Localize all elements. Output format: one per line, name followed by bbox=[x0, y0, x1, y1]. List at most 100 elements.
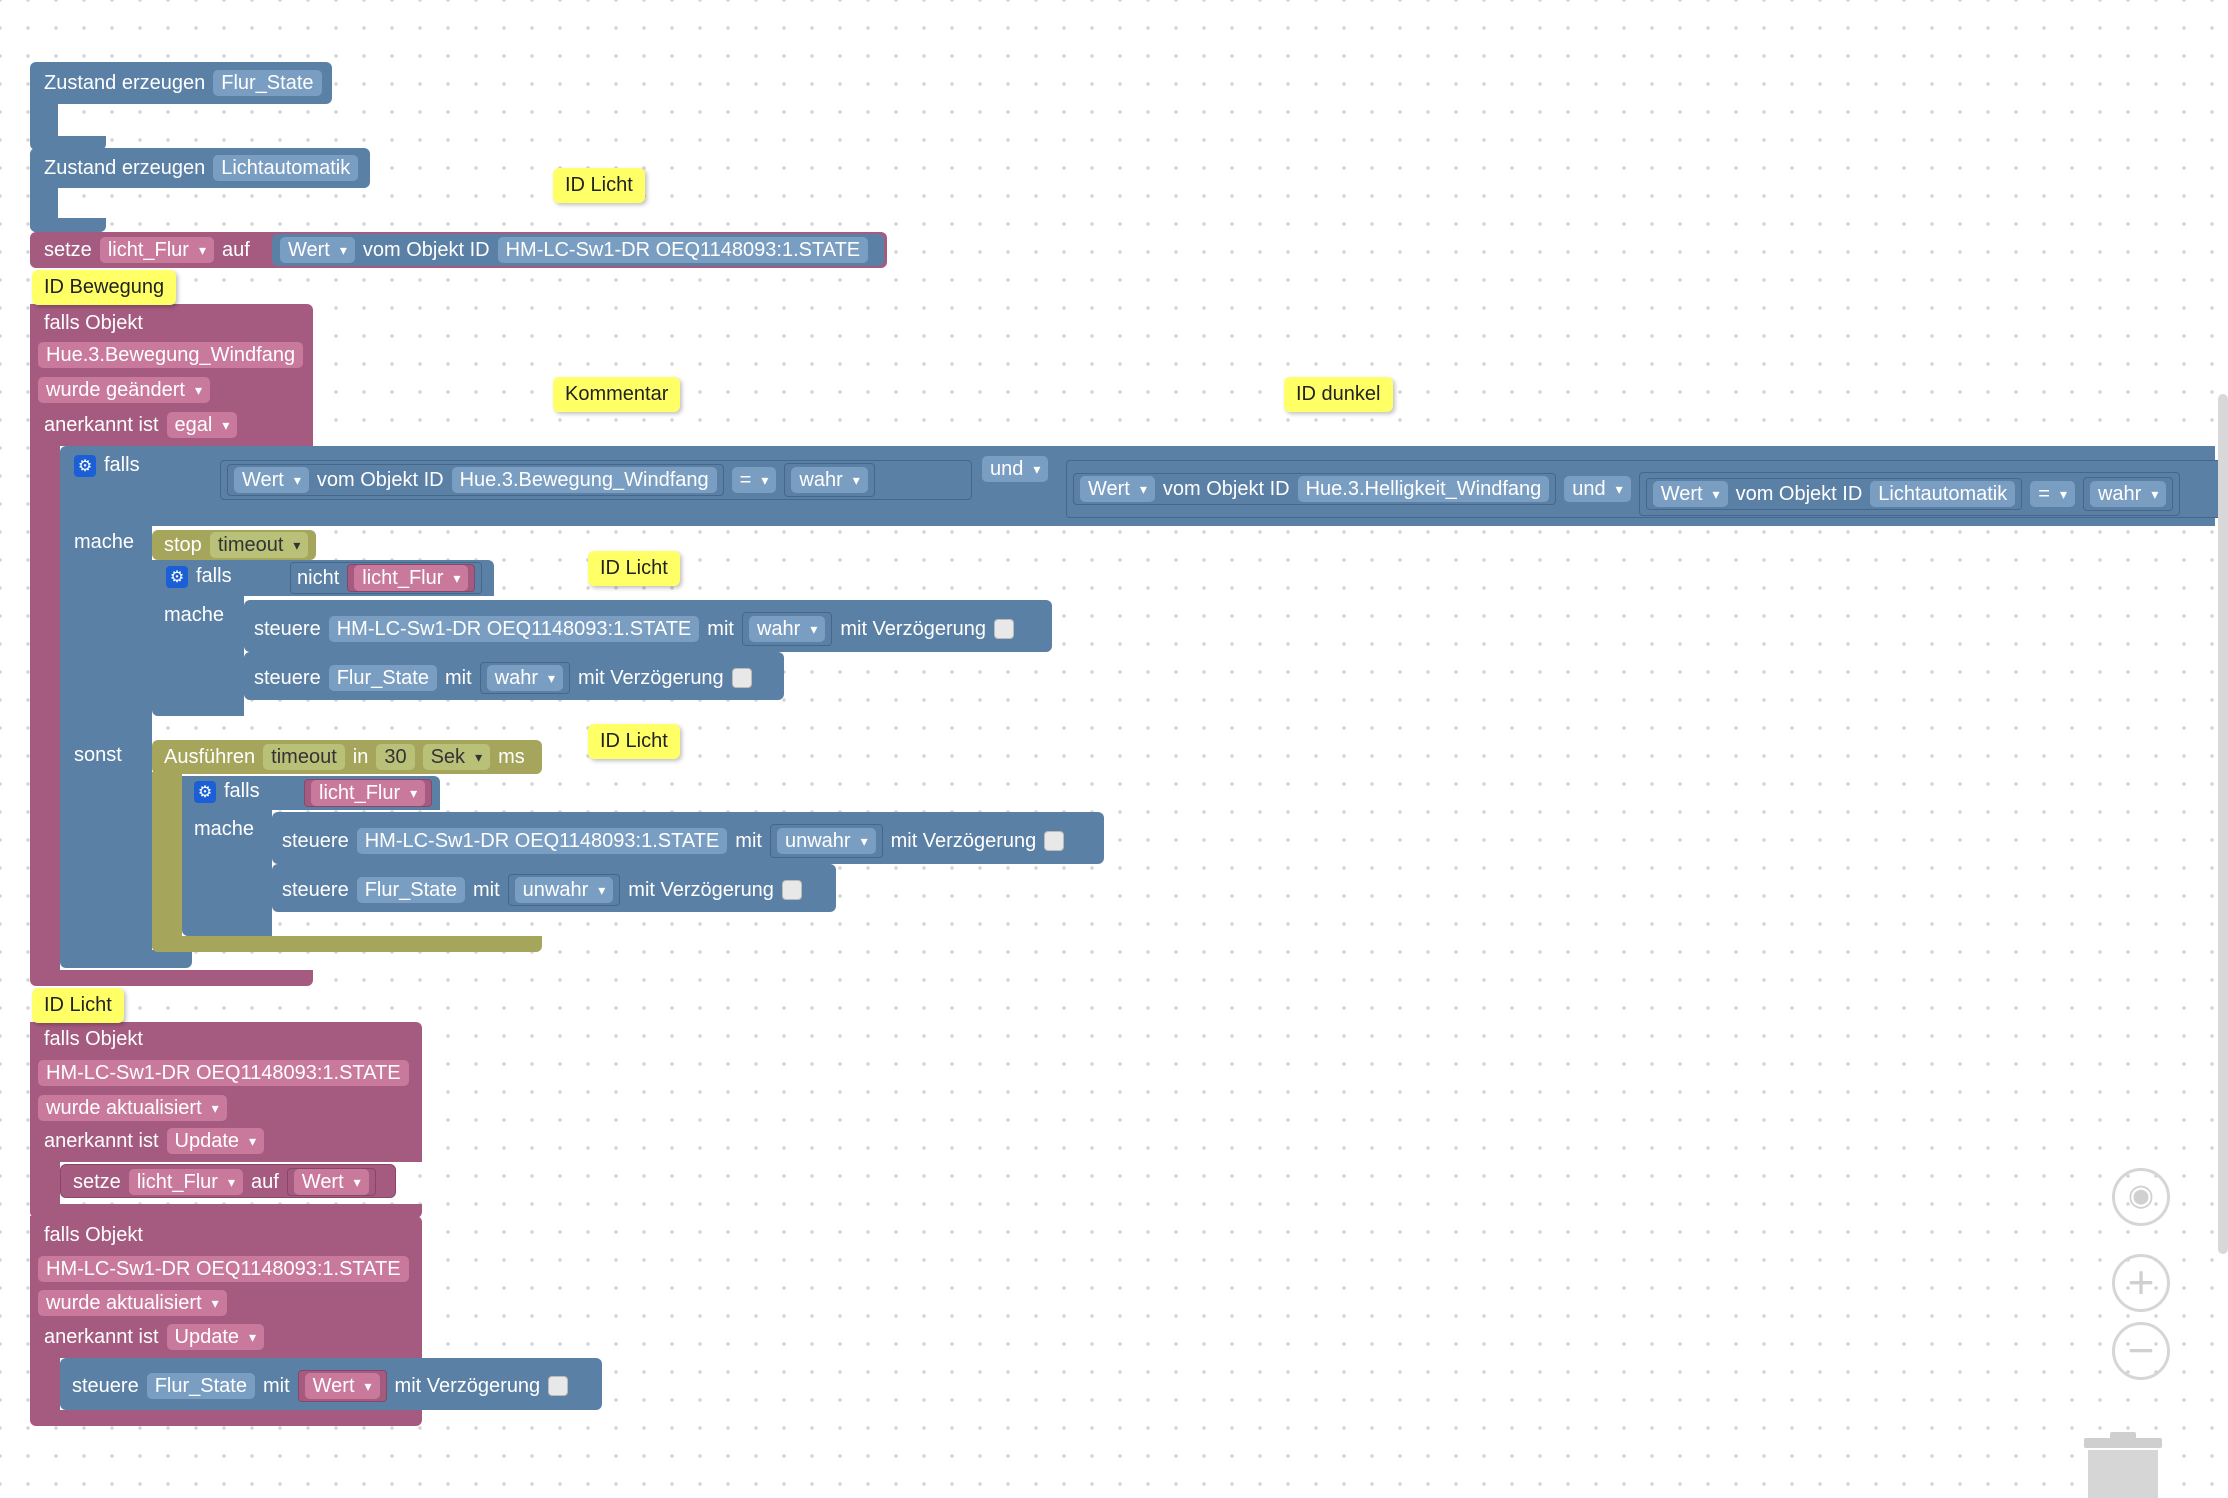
delay-checkbox[interactable] bbox=[781, 880, 802, 900]
comment-id-bewegung[interactable]: ID Bewegung bbox=[32, 270, 177, 305]
event-dropdown[interactable]: wurde geändert bbox=[38, 377, 211, 403]
trigger-block-3[interactable]: falls Objekt HM-LC-Sw1-DR OEQ1148093:1.S… bbox=[30, 1216, 422, 1358]
if-else-left-bar bbox=[60, 520, 152, 960]
delay-checkbox[interactable] bbox=[993, 619, 1014, 639]
control-block-5[interactable]: steuere Flur_State mit Wert mit Verzöger… bbox=[60, 1358, 602, 1410]
object-id-field[interactable]: HM-LC-Sw1-DR OEQ1148093:1.STATE bbox=[328, 616, 700, 642]
comment-id-licht[interactable]: ID Licht bbox=[588, 724, 680, 759]
inner-if-block[interactable]: ⚙ falls nicht licht_Flur bbox=[152, 560, 494, 596]
object-id-field[interactable]: Lichtautomatik bbox=[1870, 481, 2016, 507]
execute-timeout-block[interactable]: Ausführen timeout in 30 Sek ms bbox=[152, 740, 542, 774]
plus-icon[interactable]: + bbox=[2112, 1254, 2170, 1312]
comment-id-dunkel[interactable]: ID dunkel bbox=[1284, 377, 1393, 412]
value-dropdown[interactable]: Wert bbox=[293, 1169, 369, 1195]
state-name-field[interactable]: Flur_State bbox=[213, 70, 322, 96]
delay-checkbox[interactable] bbox=[548, 1376, 569, 1396]
timeout-dropdown[interactable]: timeout bbox=[209, 532, 309, 558]
compare-block-1[interactable]: Wert vom Objekt ID Hue.3.Bewegung_Windfa… bbox=[220, 460, 972, 500]
object-id-field[interactable]: Flur_State bbox=[356, 877, 465, 903]
mache-label: mache bbox=[74, 531, 135, 553]
event-dropdown[interactable]: wurde aktualisiert bbox=[38, 1095, 227, 1121]
control-block-2[interactable]: steuere Flur_State mit wahr mit Verzöger… bbox=[244, 652, 784, 700]
comment-id-licht[interactable]: ID Licht bbox=[588, 551, 680, 586]
control-label: steuere bbox=[254, 617, 321, 640]
ack-dropdown[interactable]: Update bbox=[166, 1128, 265, 1154]
value-dropdown[interactable]: Wert bbox=[304, 1373, 380, 1399]
boolean-dropdown[interactable]: wahr bbox=[791, 467, 868, 493]
variable-dropdown[interactable]: licht_Flur bbox=[128, 1169, 243, 1195]
value-type-dropdown[interactable]: Wert bbox=[1080, 476, 1155, 502]
boolean-dropdown[interactable]: unwahr bbox=[514, 877, 614, 903]
operator-dropdown[interactable]: = bbox=[731, 467, 777, 493]
operator-dropdown[interactable]: = bbox=[2030, 481, 2075, 507]
with-label: mit bbox=[262, 1374, 290, 1397]
object-id-field[interactable]: Hue.3.Helligkeit_Windfang bbox=[1297, 476, 1550, 502]
trigger-object-field[interactable]: Hue.3.Bewegung_Windfang bbox=[38, 342, 304, 368]
delay-number-field[interactable]: 30 bbox=[376, 744, 415, 770]
delay-checkbox[interactable] bbox=[731, 668, 752, 688]
variable-dropdown[interactable]: licht_Flur bbox=[354, 565, 469, 591]
trigger-object-field[interactable]: HM-LC-Sw1-DR OEQ1148093:1.STATE bbox=[38, 1060, 409, 1086]
object-id-field[interactable]: Flur_State bbox=[328, 665, 437, 691]
set-label: setze bbox=[73, 1170, 121, 1193]
set-variable-block[interactable]: setze licht_Flur auf Wert vom Objekt ID … bbox=[30, 232, 887, 268]
get-state-block[interactable]: Wert vom Objekt ID HM-LC-Sw1-DR OEQ11480… bbox=[272, 234, 884, 266]
create-state-block-2[interactable]: Zustand erzeugen Lichtautomatik bbox=[30, 148, 370, 188]
delay-label: mit Verzögerung bbox=[890, 829, 1037, 852]
trigger-block-2[interactable]: falls Objekt HM-LC-Sw1-DR OEQ1148093:1.S… bbox=[30, 1022, 422, 1162]
control-label: steuere bbox=[282, 878, 349, 901]
delay-label: mit Verzögerung bbox=[394, 1374, 541, 1397]
get-state-block[interactable]: Wert vom Objekt ID Hue.3.Bewegung_Windfa… bbox=[227, 464, 724, 496]
trigger-object-field[interactable]: HM-LC-Sw1-DR OEQ1148093:1.STATE bbox=[38, 1256, 409, 1282]
get-state-block[interactable]: Wert vom Objekt ID Lichtautomatik bbox=[1645, 478, 2023, 510]
ack-dropdown[interactable]: egal bbox=[166, 412, 238, 438]
get-state-block[interactable]: Wert vom Objekt ID Hue.3.Helligkeit_Wind… bbox=[1073, 473, 1557, 505]
logic-and-dropdown[interactable]: und bbox=[1564, 476, 1631, 502]
create-state-label: Zustand erzeugen bbox=[44, 71, 206, 94]
object-id-field[interactable]: Flur_State bbox=[146, 1373, 255, 1399]
object-id-field[interactable]: HM-LC-Sw1-DR OEQ1148093:1.STATE bbox=[356, 828, 728, 854]
comment-id-licht[interactable]: ID Licht bbox=[32, 988, 124, 1023]
trigger-block-1[interactable]: falls Objekt Hue.3.Bewegung_Windfang wur… bbox=[30, 304, 313, 446]
event-dropdown[interactable]: wurde aktualisiert bbox=[38, 1290, 227, 1316]
ack-dropdown[interactable]: Update bbox=[166, 1324, 265, 1350]
variable-dropdown[interactable]: licht_Flur bbox=[311, 780, 426, 806]
delay-label: mit Verzögerung bbox=[578, 666, 724, 689]
boolean-dropdown[interactable]: wahr bbox=[486, 665, 564, 691]
not-block[interactable]: nicht licht_Flur bbox=[290, 562, 483, 594]
unit-dropdown[interactable]: Sek bbox=[422, 744, 491, 770]
value-type-dropdown[interactable]: Wert bbox=[1652, 481, 1728, 507]
if-else-block[interactable]: ⚙ falls Wert vom Objekt ID Hue.3.Bewegun… bbox=[60, 446, 2228, 526]
delay-checkbox[interactable] bbox=[1044, 831, 1065, 851]
value-type-dropdown[interactable]: Wert bbox=[234, 467, 309, 493]
in-label: in bbox=[352, 745, 369, 768]
timeout-name-field[interactable]: timeout bbox=[263, 744, 345, 770]
gear-icon[interactable]: ⚙ bbox=[74, 454, 96, 477]
gear-icon[interactable]: ⚙ bbox=[166, 565, 188, 588]
create-state-block-1[interactable]: Zustand erzeugen Flur_State bbox=[30, 62, 332, 104]
object-id-field[interactable]: HM-LC-Sw1-DR OEQ1148093:1.STATE bbox=[497, 237, 869, 263]
logic-and-dropdown[interactable]: und bbox=[982, 456, 1049, 482]
minus-icon[interactable]: − bbox=[2112, 1322, 2170, 1380]
gear-icon[interactable]: ⚙ bbox=[194, 780, 216, 803]
trash-icon[interactable] bbox=[2084, 1432, 2162, 1498]
control-block-4[interactable]: steuere Flur_State mit unwahr mit Verzög… bbox=[272, 864, 836, 912]
logic-block[interactable]: Wert vom Objekt ID Hue.3.Helligkeit_Wind… bbox=[1066, 460, 2228, 518]
control-block-3[interactable]: steuere HM-LC-Sw1-DR OEQ1148093:1.STATE … bbox=[272, 812, 1104, 864]
boolean-dropdown[interactable]: wahr bbox=[2089, 481, 2167, 507]
stop-timeout-block[interactable]: stop timeout bbox=[152, 530, 316, 560]
variable-dropdown[interactable]: licht_Flur bbox=[99, 237, 214, 263]
set-variable-block[interactable]: setze licht_Flur auf Wert bbox=[60, 1164, 396, 1198]
object-id-field[interactable]: Hue.3.Bewegung_Windfang bbox=[451, 467, 717, 493]
state-name-field[interactable]: Lichtautomatik bbox=[213, 155, 359, 181]
value-type-dropdown[interactable]: Wert bbox=[280, 237, 355, 263]
target-icon[interactable]: ◉ bbox=[2112, 1168, 2170, 1226]
comment-kommentar[interactable]: Kommentar bbox=[553, 377, 681, 412]
scrollbar[interactable] bbox=[2218, 394, 2228, 1254]
comment-id-licht[interactable]: ID Licht bbox=[553, 168, 645, 203]
boolean-dropdown[interactable]: wahr bbox=[748, 616, 826, 642]
compare-block-3[interactable]: Wert vom Objekt ID Lichtautomatik = wahr bbox=[1638, 472, 2181, 516]
control-block-1[interactable]: steuere HM-LC-Sw1-DR OEQ1148093:1.STATE … bbox=[244, 600, 1052, 652]
boolean-dropdown[interactable]: unwahr bbox=[776, 828, 876, 854]
else-if-block[interactable]: ⚙ falls licht_Flur bbox=[182, 776, 440, 810]
